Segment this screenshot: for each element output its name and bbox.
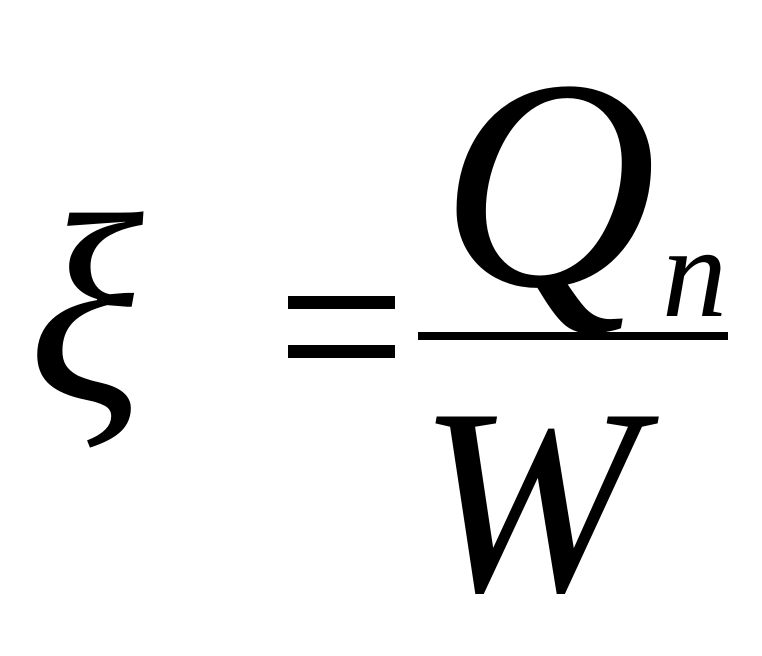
- fraction-bar: [418, 332, 728, 340]
- numerator-subscript-n: n: [662, 201, 727, 345]
- numerator-q: Q: [440, 18, 657, 350]
- equals-sign: [288, 296, 395, 358]
- xi-symbol: ξ: [28, 160, 146, 459]
- denominator-w: W: [418, 355, 662, 648]
